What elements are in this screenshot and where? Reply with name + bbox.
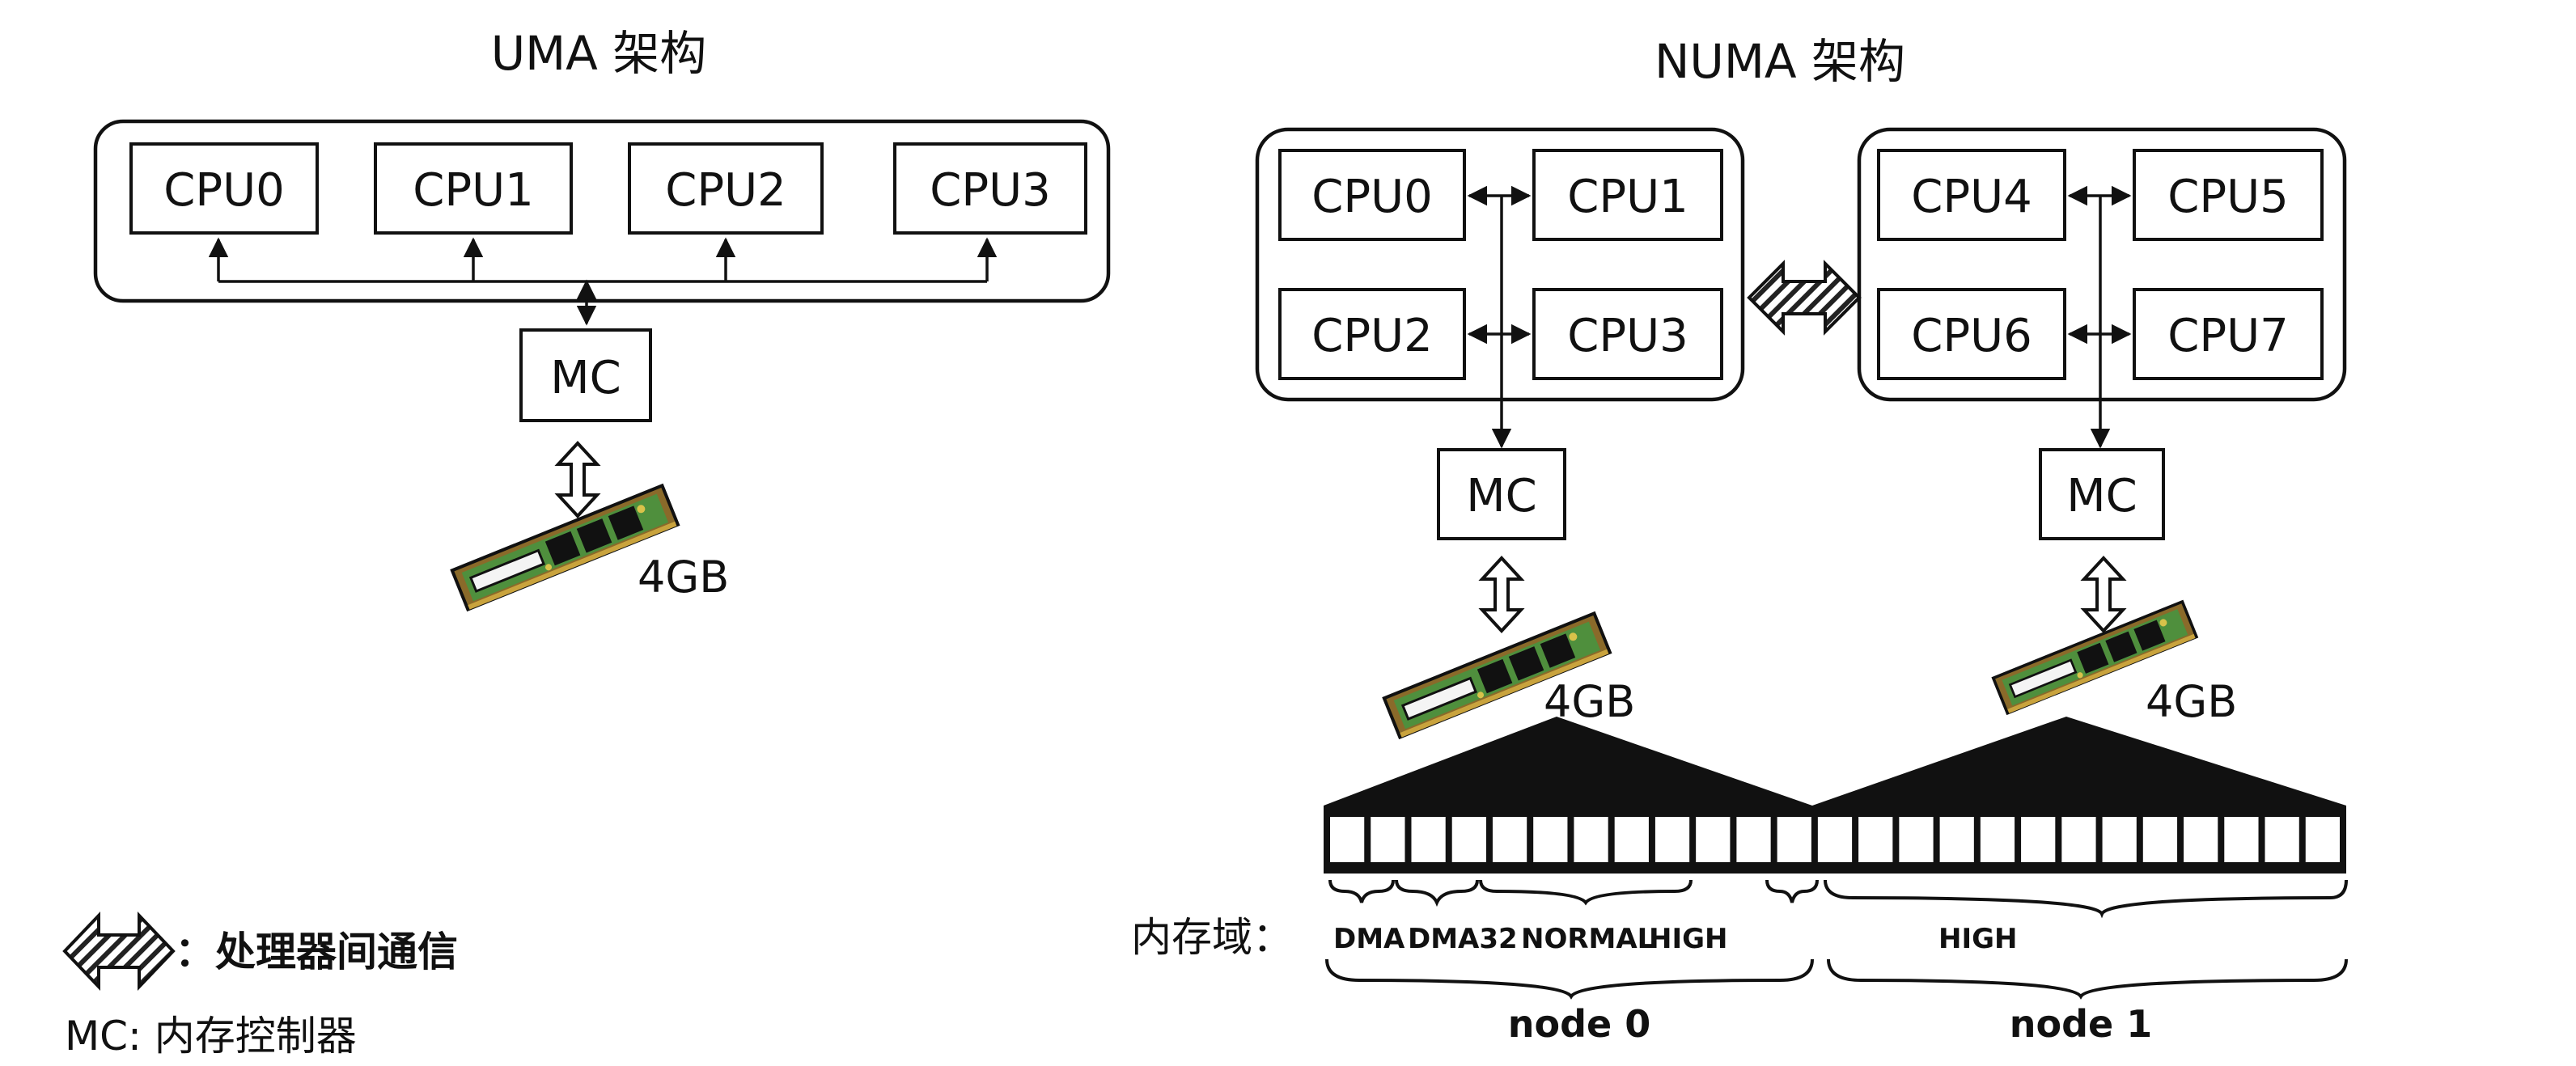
zone-brace-high-node0 [1765,879,1819,903]
node1-brace [1827,958,2348,1000]
memory-page-cell [1614,817,1649,862]
memory-page-cell [2142,817,2178,862]
numa-cpu-7: CPU7 [2133,288,2324,380]
zone-label-high-node0: HIGH [1649,923,1727,955]
uma-bus [208,237,998,326]
numa-node0-bus [1467,185,1532,449]
memory-page-cell [1858,817,1893,862]
numa-cpu-1-label: CPU1 [1567,171,1688,223]
numa-cpu-5: CPU5 [2133,149,2324,241]
zone-brace-dma [1328,879,1395,903]
uma-mc: MC [519,328,652,422]
numa-node1-mc-label: MC [2066,470,2137,522]
numa-node0-mc-label: MC [1466,470,1536,522]
node0-brace [1325,958,1814,1000]
numa-cpu-6: CPU6 [1877,288,2066,380]
numa-node1-bus [2067,185,2132,449]
zone-brace-normal [1479,879,1693,906]
memory-page-cell [2102,817,2137,862]
memory-page-cell [1817,817,1853,862]
memory-page-cell [1939,817,1974,862]
legend-interconnect: ：处理器间通信 [175,929,458,975]
memory-page-cell [2224,817,2259,862]
numa-node1-memory: 4GB [2146,676,2237,727]
hatched-double-arrow-icon [1747,260,1862,336]
memory-page-cell [2184,817,2218,862]
memory-page-cell [1411,817,1446,862]
numa-node1-mc: MC [2039,448,2165,540]
memory-page-cell [1492,817,1527,862]
node0-label: node 0 [1508,1002,1651,1046]
memory-page-cell [1736,817,1771,862]
numa-cpu-3: CPU3 [1532,288,1723,380]
numa-cpu-2: CPU2 [1278,288,1466,380]
memory-page-cell [2021,817,2056,862]
uma-cpu-1: CPU1 [374,142,573,235]
uma-title: UMA 架构 [491,26,707,81]
numa-cpu-3-label: CPU3 [1567,310,1688,362]
memory-domain-label: 内存域： [1131,914,1293,961]
memory-page-cell [1777,817,1811,862]
uma-cpu-0-label: CPU0 [163,164,285,217]
double-arrow-icon [554,441,601,518]
uma-cpu-group [93,119,1111,303]
zone-brace-high-node1 [1824,879,2348,919]
memory-band [1324,806,2346,874]
memory-page-cell [1533,817,1568,862]
memory-page-cell [1574,817,1608,862]
legend-mc: MC: 内存控制器 [65,1013,357,1060]
hatched-double-arrow-icon [62,912,176,991]
zone-brace-dma32 [1395,879,1479,907]
memory-page-cell [1654,817,1690,862]
node1-label: node 1 [2010,1002,2153,1046]
numa-cpu-7-label: CPU7 [2167,310,2289,362]
zone-label-dma: DMA [1333,923,1405,955]
numa-cpu-0-label: CPU0 [1311,171,1433,223]
numa-cpu-0: CPU0 [1278,149,1466,241]
uma-cpu-2-label: CPU2 [665,164,786,217]
numa-cpu-2-label: CPU2 [1311,310,1433,362]
memory-page-cell [1330,817,1365,862]
node1-memory-expansion [1812,717,2346,806]
uma-cpu-1-label: CPU1 [413,164,534,217]
zone-label-normal: NORMAL [1521,923,1654,955]
uma-cpu-0: CPU0 [129,142,319,235]
memory-page-cell [2061,817,2096,862]
memory-page-cell [1451,817,1486,862]
memory-page-cell [1371,817,1405,862]
numa-cpu-4: CPU4 [1877,149,2066,241]
memory-page-cell [1980,817,2015,862]
uma-memory-size: 4GB [638,552,729,603]
numa-cpu-5-label: CPU5 [2167,171,2289,223]
zone-label-dma32: DMA32 [1408,923,1518,955]
memory-page-cell [1696,817,1731,862]
uma-cpu-3-label: CPU3 [930,164,1051,217]
zone-label-high-node1: HIGH [1938,923,2017,955]
uma-mc-label: MC [550,352,621,404]
numa-cpu-4-label: CPU4 [1911,171,2032,223]
memory-page-cell [1899,817,1934,862]
uma-cpu-2: CPU2 [628,142,824,235]
numa-title: NUMA 架构 [1654,34,1905,89]
memory-page-cell [2305,817,2340,862]
node0-memory-expansion [1324,717,1812,806]
double-arrow-icon [2080,556,2127,633]
double-arrow-icon [1478,556,1525,633]
memory-page-cell [2265,817,2299,862]
numa-node0-mc: MC [1437,448,1566,540]
numa-cpu-1: CPU1 [1532,149,1723,241]
numa-cpu-6-label: CPU6 [1911,310,2032,362]
uma-cpu-3: CPU3 [893,142,1087,235]
